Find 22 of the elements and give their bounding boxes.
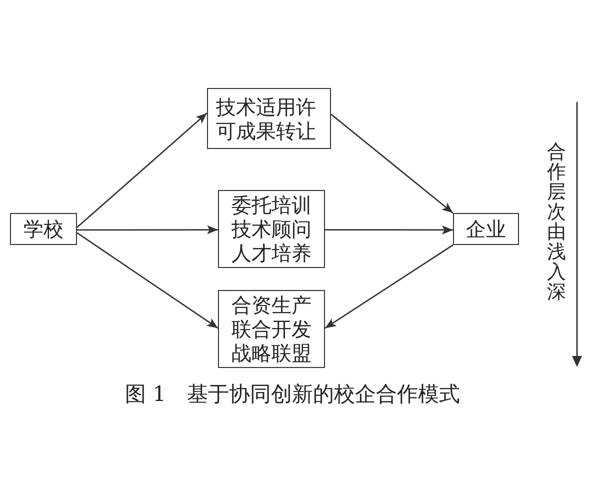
node-text: 联合开发: [232, 317, 312, 341]
node-text: 企业: [466, 217, 506, 241]
arrow: [324, 244, 454, 329]
process-box: [453, 213, 519, 245]
process-box: [218, 290, 325, 368]
process-box: [218, 190, 325, 268]
node-text: 人才培养: [232, 241, 312, 265]
direction-label: 合作层次由浅入深: [547, 142, 566, 302]
node-text: 技术顾问: [232, 217, 312, 241]
node-text: 技术适用许可成果转让: [216, 94, 317, 142]
arrow: [77, 225, 218, 234]
arrow: [76, 232, 218, 329]
node-text: 战略联盟: [232, 341, 312, 365]
node-text: 学校: [24, 217, 64, 241]
arrow: [325, 225, 453, 234]
process-box: [10, 213, 77, 245]
figure-caption: 图 1 基于协同创新的校企合作模式: [125, 382, 460, 406]
process-box: [207, 88, 331, 149]
node-text: 委托培训: [232, 193, 312, 217]
node-text: 合资生产: [232, 293, 312, 317]
arrow: [76, 112, 208, 228]
arrow: [330, 114, 454, 214]
